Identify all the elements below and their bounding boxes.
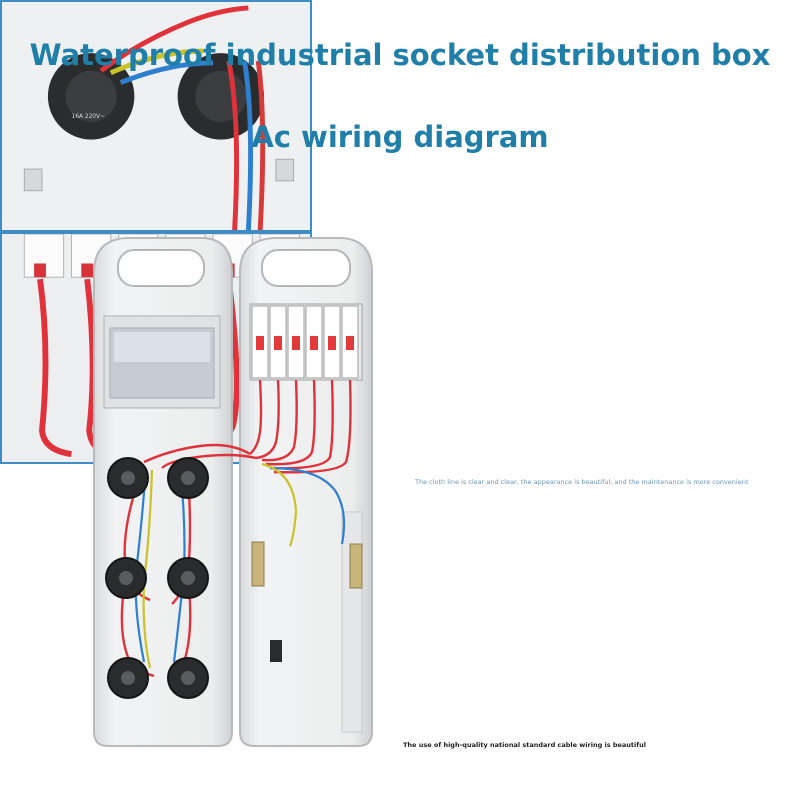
page-title: Waterproof industrial socket distributio…: [29, 38, 771, 72]
bottom-inset-caption: The use of high-quality national standar…: [403, 741, 646, 749]
distribution-box-photo: [93, 237, 373, 747]
socket-rating-label: 16A 220V~: [71, 114, 105, 120]
top-inset-caption: The cloth line is clear and clear, the a…: [415, 478, 749, 486]
page-subtitle: Ac wiring diagram: [251, 120, 549, 154]
circuit-breakers: [249, 303, 363, 381]
socket-closeup-photo: 16A 220V~: [0, 0, 312, 232]
box-lid: [93, 237, 233, 747]
